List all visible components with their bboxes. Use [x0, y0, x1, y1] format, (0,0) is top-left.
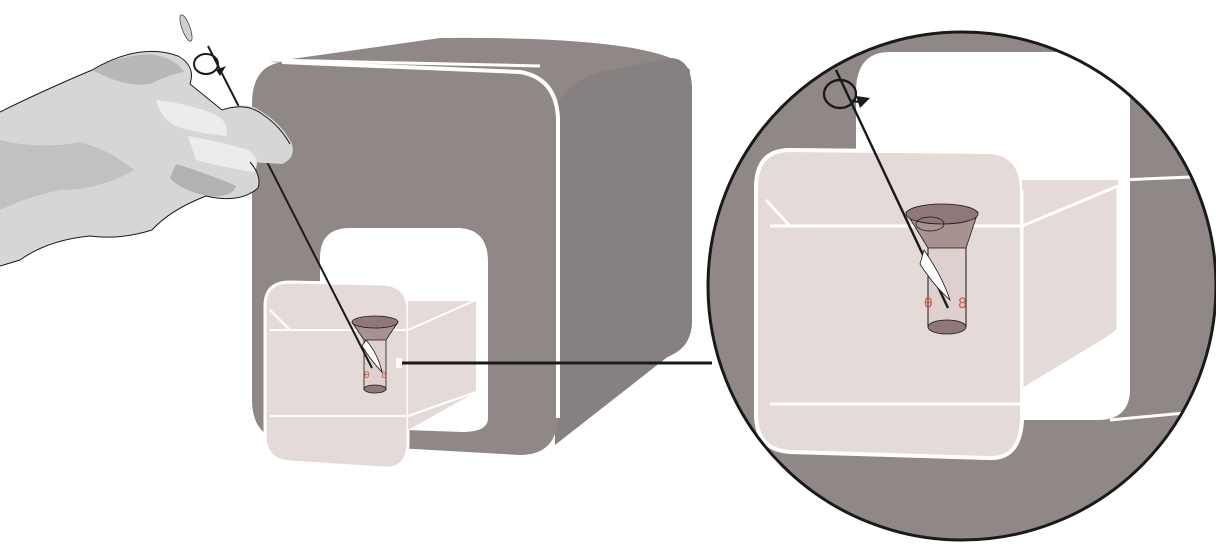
sample-device: θ 8 [252, 38, 692, 468]
magnifier-callout-icon: θ 8 [700, 20, 1216, 545]
fill-line-right-mark: 8 [381, 371, 387, 381]
fill-line-left-mark: θ [364, 371, 370, 381]
hand-icon [0, 51, 293, 266]
rotation-arrow-icon [194, 54, 226, 76]
device-right-side [555, 58, 692, 445]
zoom-fill-line-left-mark: θ [924, 296, 933, 312]
zoom-fill-line-right-mark: 8 [958, 296, 967, 312]
